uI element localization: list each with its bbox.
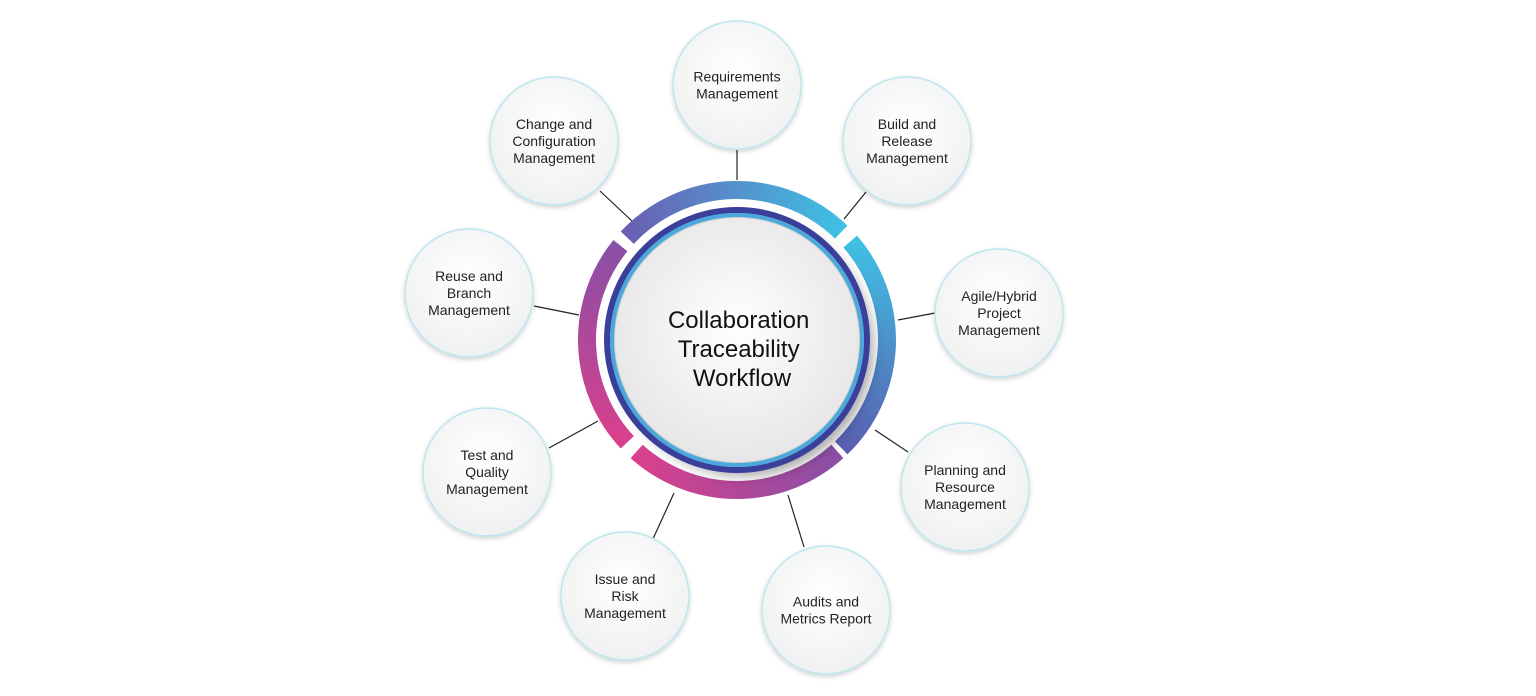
connector-line [599, 190, 634, 223]
connector-line [897, 312, 936, 321]
node-label-line: Build and [878, 116, 936, 132]
connector-line [787, 494, 805, 548]
ring-segment [630, 444, 844, 499]
node-label-line: Risk [611, 588, 639, 604]
center-inner-ring-light [610, 213, 864, 467]
ring-segment [578, 239, 634, 449]
connector-line [874, 429, 909, 453]
node-label-line: Resource [935, 479, 995, 495]
node-circle [560, 531, 690, 661]
node-circle [672, 20, 802, 150]
node-circle [489, 76, 619, 206]
node-circle [761, 545, 891, 675]
node-label-line: Quality [465, 464, 509, 480]
connector-line [843, 191, 867, 220]
connector-lines [533, 150, 936, 548]
node-label-line: Requirements [693, 69, 780, 85]
node-label-line: Metrics Report [780, 611, 871, 627]
node-label-line: Project [977, 305, 1021, 321]
connector-line [548, 420, 599, 449]
node-circle [900, 422, 1030, 552]
node-label-line: Audits and [793, 594, 859, 610]
node-circle [842, 76, 972, 206]
node-label-line: Issue and [595, 571, 656, 587]
node-label-line: Management [696, 86, 778, 102]
center-title-line: Collaboration [668, 307, 809, 334]
node-label-line: Branch [447, 285, 491, 301]
node-label-line: Management [446, 481, 528, 497]
center-title: Collaboration Traceability Workflow [668, 307, 816, 392]
node-label-line: Management [513, 150, 595, 166]
node-label-line: Agile/Hybrid [961, 288, 1036, 304]
node-circle [404, 228, 534, 358]
node-label-line: Reuse and [435, 268, 503, 284]
node-label-line: Planning and [924, 462, 1006, 478]
center-inner-ring [604, 207, 870, 473]
connector-line [651, 492, 675, 542]
center-title-line: Workflow [693, 365, 792, 392]
node-label-line: Management [866, 150, 948, 166]
node-label-line: Management [958, 322, 1040, 338]
node-label-line: Management [584, 605, 666, 621]
node-circle [934, 248, 1064, 378]
ring-segment [834, 235, 896, 455]
outer-ring [578, 181, 896, 499]
node-label-line: Management [924, 496, 1006, 512]
node-label-line: Test and [461, 447, 514, 463]
node-label-line: Change and [516, 116, 592, 132]
center-title-line: Traceability [678, 336, 800, 363]
node-label-line: Configuration [512, 133, 595, 149]
center-hub: Collaboration Traceability Workflow [604, 207, 870, 473]
connector-line [533, 305, 580, 316]
node-circle [422, 407, 552, 537]
node-label-line: Management [428, 302, 510, 318]
node-label-line: Release [881, 133, 933, 149]
center-circle [615, 218, 859, 462]
ring-segment [620, 181, 848, 244]
